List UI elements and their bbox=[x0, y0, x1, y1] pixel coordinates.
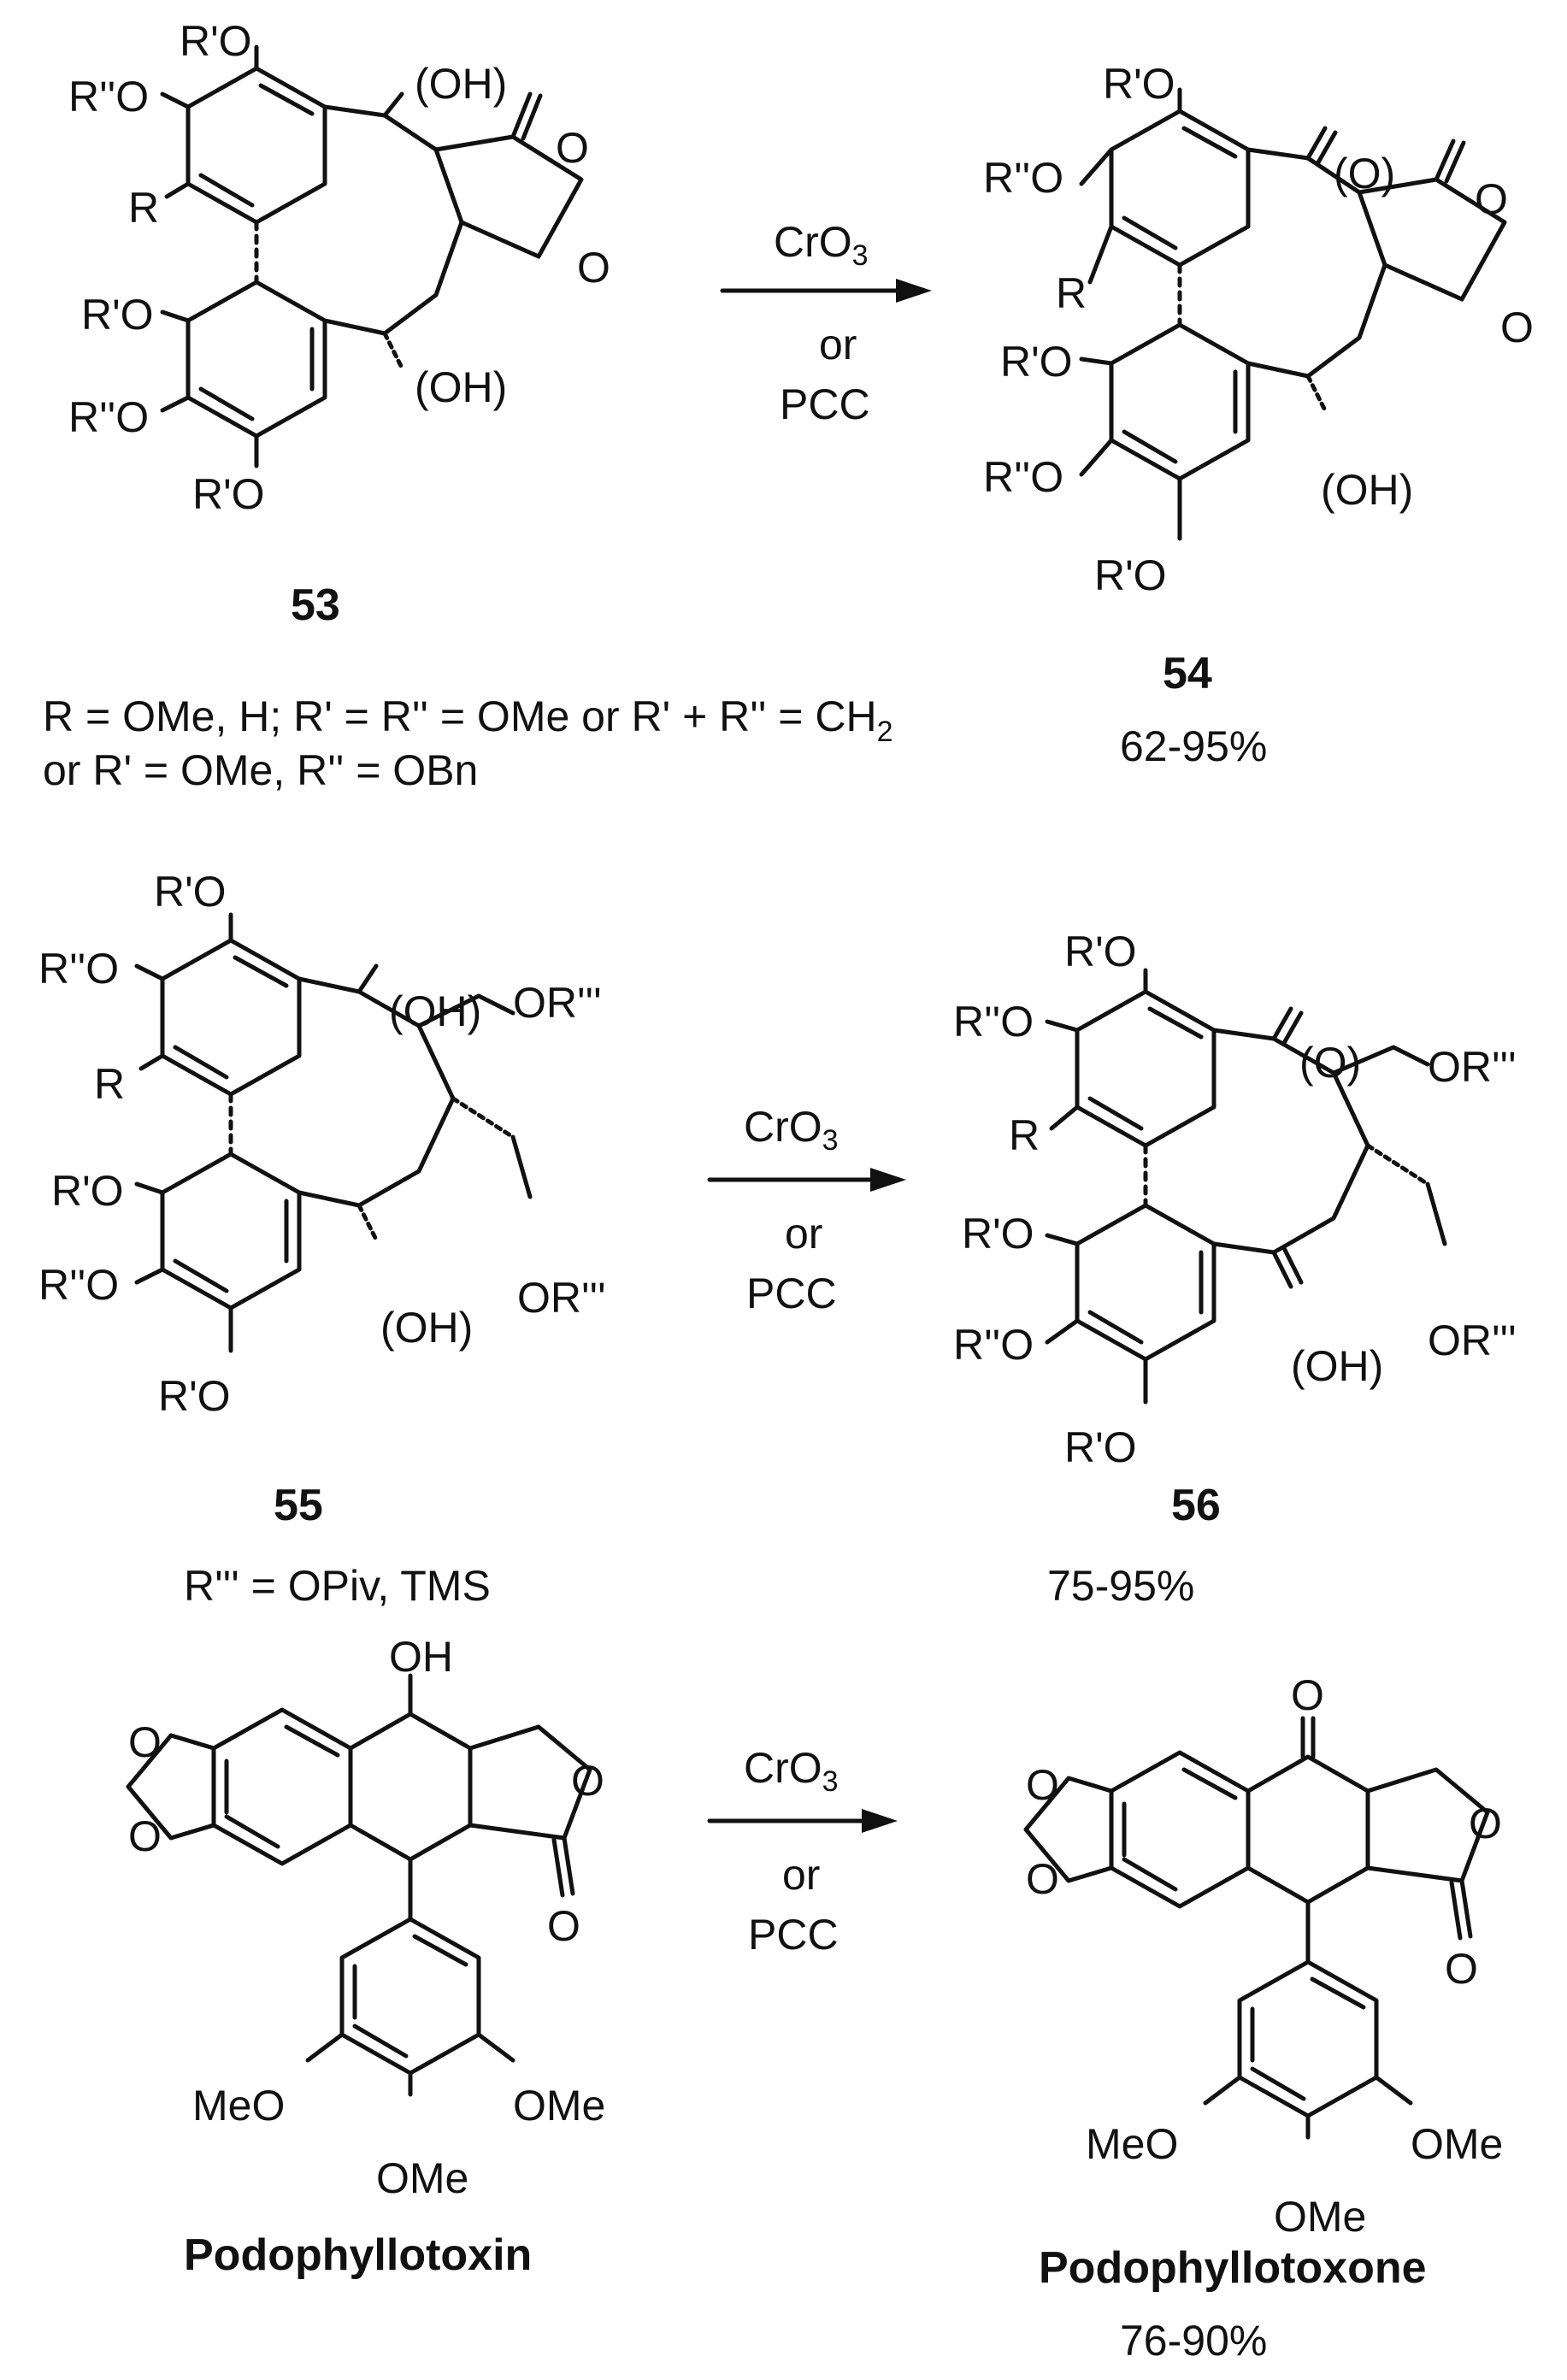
atom-label: (OH) bbox=[1291, 1342, 1383, 1390]
atom-label: (O) bbox=[1299, 1039, 1361, 1087]
atom-label: O bbox=[128, 1812, 162, 1860]
atom-label: OH bbox=[389, 1633, 453, 1681]
reagent-1-alt: PCC bbox=[780, 380, 870, 428]
atom-label: R'O bbox=[1094, 551, 1167, 599]
atom-label: O bbox=[1291, 1671, 1324, 1719]
atom-label: O bbox=[1026, 1761, 1059, 1809]
podophyllotoxone-yield: 76-90% bbox=[1120, 2317, 1267, 2365]
atom-label: R''O bbox=[983, 154, 1063, 202]
atom-label: OMe bbox=[513, 2082, 605, 2130]
atom-label: R''O bbox=[68, 393, 149, 441]
atom-label: R'O bbox=[192, 470, 265, 518]
atom-label: (OH) bbox=[380, 1304, 473, 1352]
atom-label: R''O bbox=[983, 453, 1063, 501]
atom-label: R bbox=[1056, 269, 1087, 317]
atom-label: OR''' bbox=[1428, 1043, 1517, 1091]
reagent-3-or: or bbox=[782, 1851, 820, 1899]
atom-label: OMe bbox=[376, 2154, 468, 2202]
atom-label: R''O bbox=[38, 1261, 119, 1309]
reagent-1-or: or bbox=[819, 321, 857, 368]
atom-label: R'O bbox=[81, 291, 154, 339]
reagent-1: CrO3 bbox=[774, 218, 869, 272]
atom-label: R''O bbox=[953, 998, 1034, 1046]
atom-label: MeO bbox=[1086, 2120, 1178, 2168]
podophyllotoxone-name: Podophyllotoxone bbox=[1039, 2243, 1427, 2293]
atom-label: O bbox=[1469, 1800, 1502, 1847]
compound-55-number: 55 bbox=[274, 1481, 323, 1530]
atom-label: O bbox=[1445, 1945, 1478, 1993]
compound-56-number: 56 bbox=[1171, 1481, 1221, 1530]
compound-55-structure bbox=[134, 912, 533, 1353]
atom-label: OR''' bbox=[513, 979, 602, 1027]
atom-label: (OH) bbox=[1321, 466, 1413, 514]
atom-label: R'O bbox=[180, 17, 252, 65]
compound-56-yield: 75-95% bbox=[1047, 1562, 1194, 1610]
atom-label: R'O bbox=[158, 1372, 231, 1420]
compound-53-number: 53 bbox=[291, 580, 340, 630]
atom-label: R''O bbox=[68, 73, 149, 121]
compound-54-structure bbox=[1079, 87, 1507, 541]
atom-label: R''O bbox=[953, 1321, 1034, 1369]
note-r3: R''' = OPiv, TMS bbox=[184, 1562, 491, 1610]
podophyllotoxin-structure bbox=[126, 1673, 592, 2097]
atom-label: R bbox=[1009, 1111, 1040, 1159]
atom-label: O bbox=[571, 1757, 604, 1805]
atom-label: O bbox=[577, 244, 610, 292]
atom-label: R bbox=[94, 1060, 125, 1108]
atom-label: (OH) bbox=[389, 987, 481, 1035]
atom-label: OR''' bbox=[1428, 1317, 1517, 1364]
atom-label: O bbox=[1500, 303, 1534, 351]
atom-label: R bbox=[128, 184, 159, 232]
atom-label: OMe bbox=[1274, 2193, 1366, 2241]
atom-label: (OH) bbox=[415, 363, 507, 411]
atom-label: R'O bbox=[51, 1167, 124, 1215]
arrow-head-icon bbox=[862, 1809, 898, 1833]
note-substituents-2: or R' = OMe, R'' = OBn bbox=[43, 746, 478, 794]
atom-label: (O) bbox=[1334, 150, 1395, 197]
reagent-2-alt: PCC bbox=[746, 1270, 837, 1317]
atom-label: R'O bbox=[1103, 60, 1175, 108]
atom-label: (OH) bbox=[415, 60, 507, 108]
atom-label: O bbox=[1475, 175, 1508, 223]
compound-56-structure bbox=[1045, 968, 1447, 1405]
atom-label: O bbox=[128, 1718, 162, 1766]
atom-label: R'O bbox=[1064, 1423, 1137, 1471]
atom-label: R'O bbox=[154, 868, 227, 916]
atom-label: MeO bbox=[192, 2082, 285, 2130]
reagent-3: CrO3 bbox=[744, 1744, 839, 1798]
reagent-3-alt: PCC bbox=[748, 1911, 839, 1959]
arrow-head-icon bbox=[896, 279, 932, 303]
atom-label: O bbox=[547, 1902, 580, 1950]
podophyllotoxone-structure bbox=[1023, 1716, 1490, 2140]
reagent-2-or: or bbox=[785, 1210, 822, 1258]
atom-label: R'O bbox=[1000, 338, 1073, 386]
arrow-head-icon bbox=[870, 1168, 906, 1192]
atom-label: R'O bbox=[1064, 928, 1137, 975]
note-substituents-1: R = OMe, H; R' = R'' = OMe or R' + R'' =… bbox=[43, 692, 892, 748]
atom-label: R'O bbox=[962, 1210, 1034, 1258]
compound-54-yield: 62-95% bbox=[1120, 722, 1267, 770]
atom-label: O bbox=[556, 124, 589, 172]
atom-label: OMe bbox=[1411, 2120, 1503, 2168]
compound-54-number: 54 bbox=[1163, 649, 1212, 698]
reagent-2: CrO3 bbox=[744, 1103, 839, 1157]
atom-label: OR''' bbox=[517, 1274, 606, 1322]
atom-label: R''O bbox=[38, 945, 119, 993]
podophyllotoxin-name: Podophyllotoxin bbox=[184, 2230, 532, 2280]
atom-label: O bbox=[1026, 1855, 1059, 1903]
compound-53-structure bbox=[160, 44, 584, 468]
